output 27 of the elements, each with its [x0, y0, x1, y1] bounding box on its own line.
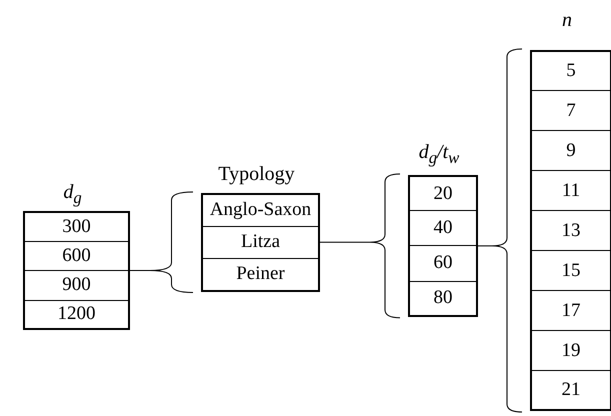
value-cell: 1200: [23, 300, 130, 330]
value-cell: 80: [408, 280, 478, 317]
value-cell: 600: [23, 240, 130, 271]
value-cell: 11: [530, 170, 611, 211]
value-cell: 17: [530, 290, 611, 331]
column-header: d$_{g}$: [62, 180, 83, 209]
value-cell: 7: [530, 90, 611, 131]
column-header: d$_{g}$/t$_{w}$: [418, 140, 460, 169]
value-cell: 900: [23, 270, 130, 300]
value-cell: Peiner: [201, 258, 320, 292]
value-cell: 19: [530, 330, 611, 371]
value-cell: 13: [530, 210, 611, 251]
curly-brace: [130, 192, 194, 293]
column-header: n: [561, 8, 573, 32]
curly-brace: [320, 174, 400, 318]
value-cell: 21: [530, 370, 611, 411]
value-cell: 20: [408, 175, 478, 212]
curly-brace: [478, 48, 522, 412]
value-cell: 60: [408, 245, 478, 282]
column-header: Typology: [217, 162, 296, 186]
value-cell: Anglo-Saxon: [201, 193, 320, 226]
value-cell: 40: [408, 210, 478, 246]
value-cell: 15: [530, 250, 611, 291]
value-cell: Litza: [201, 226, 320, 259]
value-cell: 300: [23, 211, 130, 242]
value-cell: 9: [530, 130, 611, 171]
value-cell: 5: [530, 50, 611, 91]
